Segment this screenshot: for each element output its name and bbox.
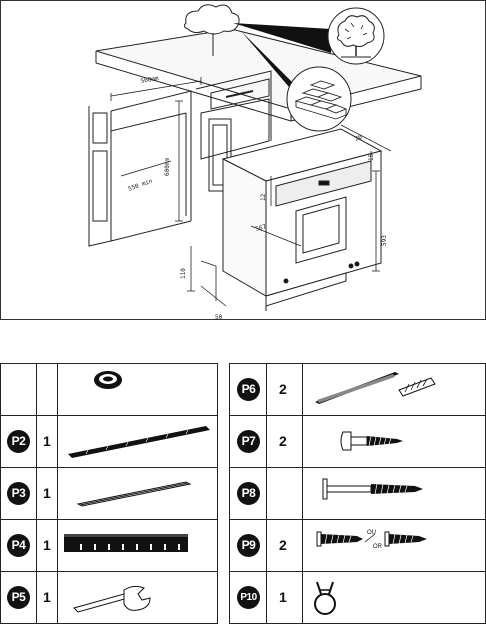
dim-bottom-gap: 12 <box>260 193 267 201</box>
part-code-cell: P6 <box>229 363 267 416</box>
part-picture-cell <box>57 571 218 624</box>
hose-clamp-icon <box>314 581 336 615</box>
tree-icon <box>327 7 385 65</box>
installation-drawing: 560mm 600mm 550 min <box>88 4 422 321</box>
screw-pair-icon: OU OR <box>316 530 427 550</box>
part-badge-p5: P5 <box>7 586 30 609</box>
part-badge-p6: P6 <box>237 378 260 401</box>
part-code-cell: P8 <box>229 467 267 520</box>
or-label-top: OU <box>367 530 376 536</box>
part-picture-cell <box>57 415 218 468</box>
part-qty-cell: 2 <box>266 363 303 416</box>
dim-niche-height: 600mm <box>164 158 171 176</box>
beam-to-tree <box>233 23 331 53</box>
part-qty-cell: 1 <box>36 415 58 468</box>
cabinets <box>88 70 272 247</box>
part-qty-p5: 1 <box>43 589 51 605</box>
part-code-cell: P7 <box>229 415 267 468</box>
part-picture-cell <box>302 363 486 416</box>
part-qty-cell: 2 <box>266 415 303 468</box>
oven-dimension-lines <box>187 124 392 307</box>
part-badge-p8: P8 <box>237 482 260 505</box>
bracket-rail-icon <box>64 534 188 552</box>
part-picture-cell <box>302 415 486 468</box>
trim-strip-icon <box>76 481 192 507</box>
part-picture-cell <box>57 363 218 416</box>
part-code-cell: P9 <box>229 519 267 572</box>
part-code-cell: P3 <box>0 467 37 520</box>
part-qty-p7: 2 <box>279 433 287 449</box>
spanner-icon <box>73 585 151 613</box>
dim-depth: 550 min <box>127 178 154 193</box>
part-qty-p3: 1 <box>43 485 51 501</box>
dim-top-width: 560mm <box>140 75 159 85</box>
sealing-strip-icon <box>68 426 210 458</box>
installation-illustration: 560mm 600mm 550 min <box>0 0 486 321</box>
part-qty-p10: 1 <box>279 589 287 605</box>
part-badge-p4: P4 <box>7 534 30 557</box>
part-badge-p3: P3 <box>7 482 30 505</box>
part-code-cell: P4 <box>0 519 37 572</box>
parts-table: P2 1 P3 1 P4 1 <box>0 363 486 624</box>
part-badge-p10: P10 <box>237 586 260 609</box>
part-picture-cell <box>302 571 486 624</box>
part-qty-cell <box>36 363 58 416</box>
part-code-cell: P2 <box>0 415 37 468</box>
part-qty-cell: 2 <box>266 519 303 572</box>
bricks-icon <box>286 66 352 132</box>
or-label-bottom: OR <box>373 544 383 550</box>
part-badge-p2: P2 <box>7 430 30 453</box>
part-qty-p9: 2 <box>279 537 287 553</box>
part-picture-cell <box>302 467 486 520</box>
part-qty-p6: 2 <box>279 381 287 397</box>
part-code-cell <box>0 363 37 416</box>
dim-side-gap: 15 <box>368 153 375 161</box>
rail-with-pad-icon <box>315 372 436 404</box>
dim-ventilation: 20 <box>354 133 364 143</box>
part-picture-cell <box>57 467 218 520</box>
dim-front-depth: 50 <box>215 314 223 321</box>
long-screw-icon <box>322 478 423 500</box>
part-qty-p2: 1 <box>43 433 51 449</box>
part-qty-cell: 1 <box>36 467 58 520</box>
niche-dimension-lines <box>110 77 202 222</box>
cloud-icon <box>183 4 240 56</box>
grommet-icon <box>94 371 122 389</box>
part-badge-p7: P7 <box>237 430 260 453</box>
part-qty-p4: 1 <box>43 537 51 553</box>
dim-oven-depth: 567 <box>255 223 268 233</box>
part-qty-cell: 1 <box>266 571 303 624</box>
part-picture-cell: OU OR <box>302 519 486 572</box>
part-qty-cell: 1 <box>36 571 58 624</box>
oven-body <box>221 128 383 311</box>
part-code-cell: P5 <box>0 571 37 624</box>
dim-oven-height: 593 <box>381 235 388 246</box>
screw-icon <box>340 431 403 451</box>
part-qty-cell: 1 <box>36 519 58 572</box>
beam-to-bricks <box>241 31 301 101</box>
part-qty-cell <box>266 467 303 520</box>
part-code-cell: P10 <box>229 571 267 624</box>
dim-top-gap: 110 <box>180 268 187 279</box>
part-badge-p9: P9 <box>237 534 260 557</box>
part-picture-cell <box>57 519 218 572</box>
